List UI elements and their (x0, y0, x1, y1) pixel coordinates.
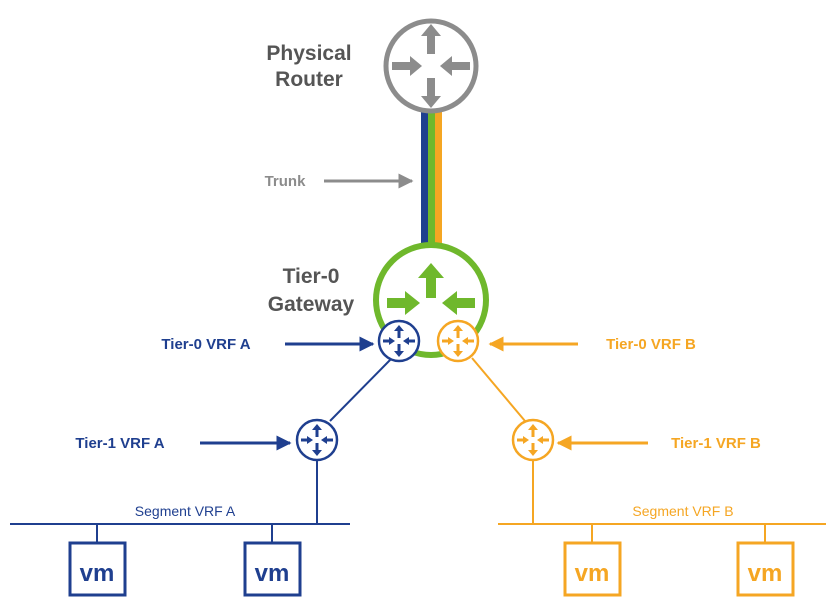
physical-router-label-1: Physical (266, 42, 351, 65)
tier0-vrf-b-label: Tier-0 VRF B (606, 336, 696, 353)
tier1-vrf-a-router-icon (295, 418, 339, 462)
segment-vrf-a-label: Segment VRF A (135, 503, 236, 519)
vm-a1-label: vm (80, 560, 115, 587)
segment-vrf-b-label: Segment VRF B (632, 503, 733, 519)
tier0-gateway-label-2: Gateway (268, 293, 355, 316)
link-t0b-t1b (471, 357, 526, 422)
tier0-vrf-a-router-icon (377, 319, 421, 363)
tier0-vrf-b-router-icon (436, 319, 480, 363)
vm-b1: vm (563, 541, 622, 597)
vm-b2-label: vm (748, 560, 783, 587)
tier0-vrf-a-label: Tier-0 VRF A (161, 336, 250, 353)
tier1-vrf-b-label: Tier-1 VRF B (671, 435, 761, 452)
trunk-link (421, 110, 442, 270)
vm-b2: vm (736, 541, 795, 597)
vm-b1-label: vm (575, 560, 610, 587)
tier1-vrf-b-router-icon (511, 418, 555, 462)
vm-a2-label: vm (255, 560, 290, 587)
link-t0a-t1a (329, 357, 393, 422)
vm-a1: vm (68, 541, 127, 597)
physical-router-icon (383, 18, 479, 114)
tier1-vrf-a-label: Tier-1 VRF A (75, 435, 164, 452)
vm-a2: vm (243, 541, 302, 597)
trunk-label: Trunk (265, 173, 306, 190)
physical-router-label-2: Router (275, 68, 343, 91)
tier0-gateway-label-1: Tier-0 (283, 265, 340, 288)
